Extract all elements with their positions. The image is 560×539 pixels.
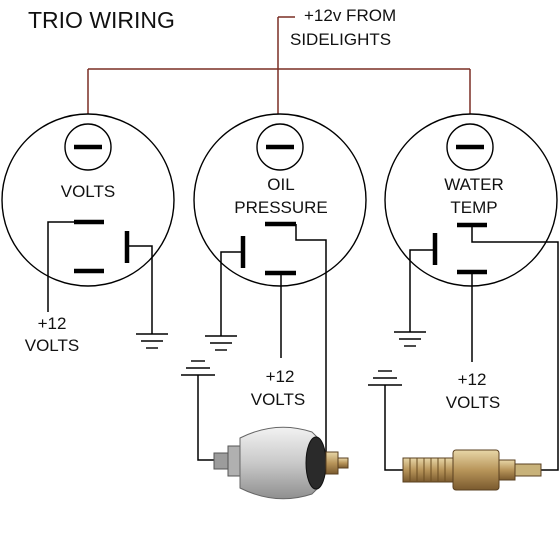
oil-sender-ground-wire — [197, 375, 216, 461]
volts-gauge-label: VOLTS — [61, 182, 115, 201]
oil-supply-label-1: +12 — [266, 367, 295, 386]
volts-ground-wire — [127, 245, 153, 334]
water-sender-ground-symbol — [368, 370, 402, 386]
oil-sender-wire — [295, 224, 327, 462]
volts-gauge: VOLTS — [1, 113, 175, 287]
volts-gauge-body — [1, 113, 175, 287]
volts-ground-symbol — [136, 333, 168, 349]
water-gauge-body — [384, 113, 558, 287]
water-ground-wire — [409, 249, 435, 332]
water-gauge-label-2: TEMP — [450, 198, 497, 217]
water-temp-sender — [402, 449, 542, 491]
volts-supply-label-2: VOLTS — [25, 336, 79, 355]
water-sender-wire — [471, 225, 559, 471]
volts-supply-wire — [47, 221, 74, 312]
water-temp-gauge: WATER TEMP — [384, 113, 558, 287]
water-supply-label-2: VOLTS — [446, 393, 500, 412]
water-sender-ground-wire — [384, 385, 404, 471]
supply-label-line-1: +12v FROM — [304, 6, 396, 25]
diagram-title: TRIO WIRING — [28, 7, 175, 33]
water-supply-label-1: +12 — [458, 370, 487, 389]
oil-gauge-label-2: PRESSURE — [234, 198, 328, 217]
volts-supply-label-1: +12 — [38, 314, 67, 333]
oil-pressure-gauge: OIL PRESSURE — [193, 113, 367, 287]
oil-sender-ground-symbol — [181, 360, 215, 376]
oil-pressure-sender — [213, 426, 349, 500]
oil-ground-symbol — [205, 335, 237, 351]
oil-ground-wire — [220, 251, 243, 336]
supply-label: +12v FROM SIDELIGHTS — [290, 6, 396, 49]
oil-gauge-body — [193, 113, 367, 287]
oil-supply-label-2: VOLTS — [251, 390, 305, 409]
water-ground-symbol — [394, 331, 426, 347]
water-wiring: +12 VOLTS — [368, 225, 559, 471]
supply-label-line-2: SIDELIGHTS — [290, 30, 391, 49]
oil-wiring: +12 VOLTS — [181, 224, 327, 462]
volts-wiring: +12 VOLTS — [25, 221, 168, 355]
water-gauge-label-1: WATER — [444, 175, 504, 194]
oil-gauge-label-1: OIL — [267, 175, 294, 194]
